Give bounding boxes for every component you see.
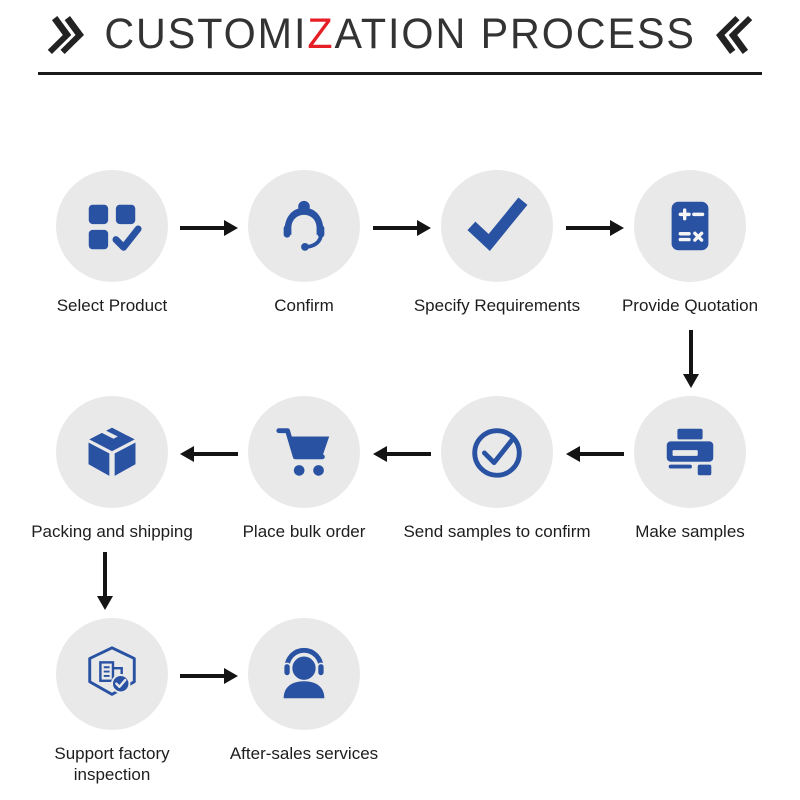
step-label: Confirm — [274, 296, 334, 315]
title-text: CUSTOMIZATION PROCESS — [104, 10, 696, 59]
double-chevron-left-icon — [716, 15, 753, 54]
arrow-left-icon — [373, 446, 431, 462]
step-packing-and-shipping: Packing and shipping — [17, 396, 207, 542]
printer-icon — [666, 428, 714, 476]
step-label: Specify Requirements — [413, 296, 581, 315]
arrow-down-icon — [683, 330, 699, 388]
step-send-samples-to-confirm: Send samples to confirm — [402, 396, 592, 542]
arrow-down-icon — [97, 552, 113, 610]
step-label: Support factory inspection — [54, 744, 170, 785]
step-specify-requirements: Specify Requirements — [402, 170, 592, 316]
factory-inspection-icon — [88, 646, 136, 696]
step-after-sales-services: After-sales services — [209, 618, 399, 764]
step-label: After-sales services — [229, 744, 379, 763]
step-label: Make samples — [635, 522, 745, 541]
step-circle — [248, 170, 360, 282]
step-circle — [56, 396, 168, 508]
checkmark-icon — [467, 197, 528, 251]
step-label: Provide Quotation — [621, 296, 759, 315]
support-agent-icon — [283, 200, 325, 251]
title-part-after: ATION PROCESS — [334, 10, 696, 58]
step-place-bulk-order: Place bulk order — [209, 396, 399, 542]
step-circle — [441, 170, 553, 282]
step-circle — [248, 396, 360, 508]
step-make-samples: Make samples — [595, 396, 785, 542]
step-circle — [441, 396, 553, 508]
headset-person-icon — [282, 647, 326, 699]
step-confirm: Confirm — [209, 170, 399, 316]
product-grid-icon — [88, 204, 142, 251]
check-circle-icon — [472, 428, 522, 478]
step-circle — [248, 618, 360, 730]
step-label: Send samples to confirm — [403, 522, 591, 541]
title-divider — [38, 72, 762, 75]
step-circle — [634, 170, 746, 282]
arrow-right-icon — [180, 220, 238, 236]
calculator-icon — [671, 201, 709, 251]
arrow-left-icon — [566, 446, 624, 462]
title-part-before: CUSTOMI — [104, 10, 308, 58]
step-support-factory-inspection: Support factory inspection — [17, 618, 207, 786]
title-highlight-letter: Z — [307, 10, 335, 58]
arrow-right-icon — [180, 668, 238, 684]
step-label: Place bulk order — [242, 522, 366, 541]
step-provide-quotation: Provide Quotation — [595, 170, 785, 316]
step-circle — [56, 618, 168, 730]
step-select-product: Select Product — [17, 170, 207, 316]
arrow-right-icon — [566, 220, 624, 236]
step-label: Select Product — [56, 296, 168, 315]
double-chevron-right-icon — [47, 15, 84, 54]
arrow-left-icon — [180, 446, 238, 462]
page-title: CUSTOMIZATION PROCESS — [0, 10, 800, 59]
arrow-right-icon — [373, 220, 431, 236]
step-circle — [634, 396, 746, 508]
step-circle — [56, 170, 168, 282]
cart-icon — [276, 428, 330, 476]
step-label: Packing and shipping — [31, 522, 193, 541]
package-box-icon — [86, 425, 138, 479]
